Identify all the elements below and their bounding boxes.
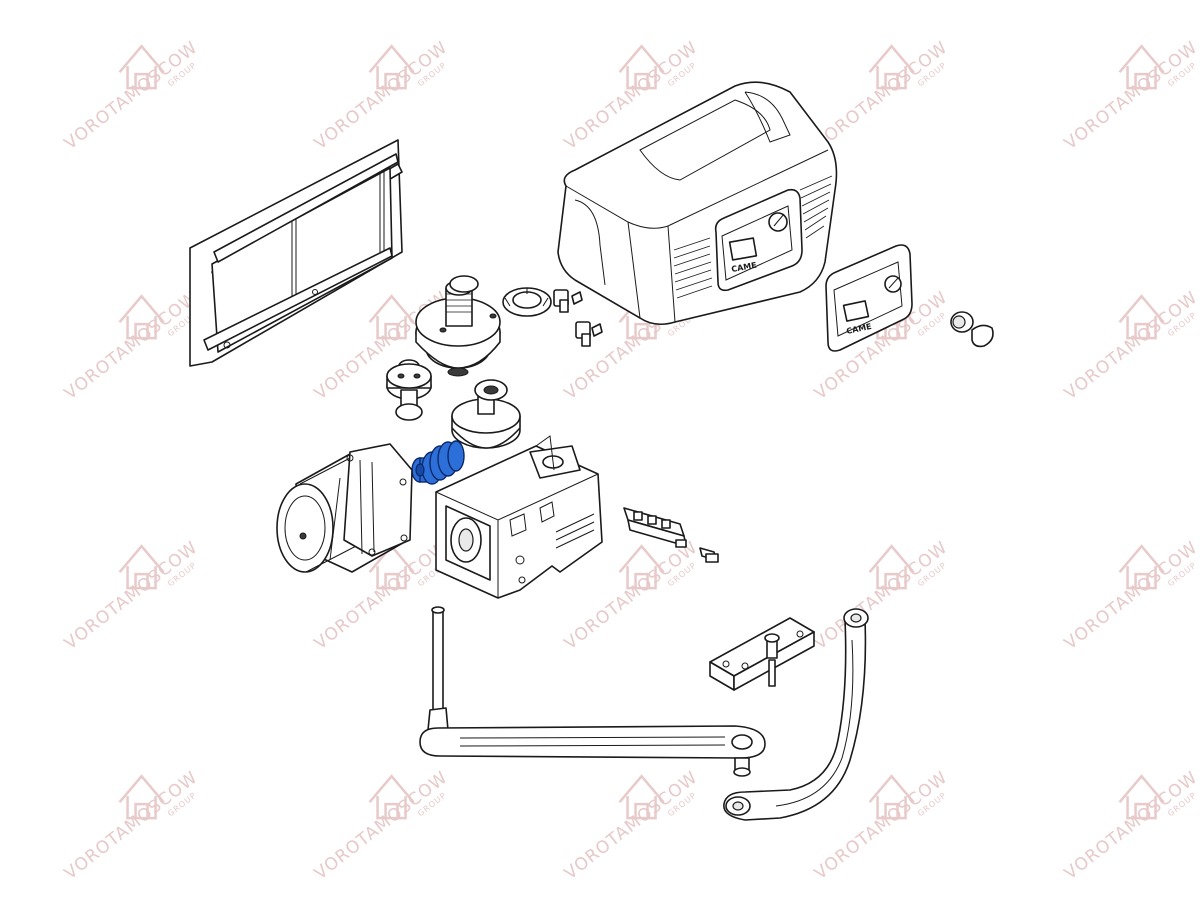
motor[interactable] <box>276 443 413 573</box>
cover[interactable]: CAME <box>557 81 838 326</box>
watermark-text: VOROTAMOSCOW <box>1061 38 1200 154</box>
straight-arm[interactable] <box>419 606 766 777</box>
watermark-text: VOROTAMOSCOW <box>61 538 202 654</box>
terminal-board[interactable] <box>623 507 719 563</box>
worm-screw[interactable] <box>411 440 465 485</box>
cover-brand-label: CAME <box>731 261 758 274</box>
cover-grille-left <box>673 237 713 299</box>
curved-arm[interactable] <box>723 608 869 821</box>
bearing-pinion[interactable] <box>386 359 432 421</box>
watermark-text: VOROTAMOSCOW <box>1061 768 1200 884</box>
watermark-text: VOROTAMOSCOW <box>1061 538 1200 654</box>
watermark-text: VOROTAMOSCOW <box>1061 288 1200 404</box>
watermark-text: VOROTAMOSCOW <box>811 38 952 154</box>
watermark-text: VOROTAMOSCOW <box>61 38 202 154</box>
watermark-logo <box>368 774 415 820</box>
output-shaft-assembly[interactable] <box>415 275 501 377</box>
watermark-logo <box>868 44 915 90</box>
watermark-text: VOROTAMOSCOW <box>61 768 202 884</box>
watermark-text: VOROTAMOSCOW <box>311 38 452 154</box>
watermark-text: VOROTAMOSCOW <box>61 288 202 404</box>
gearbox-housing[interactable] <box>435 435 603 599</box>
watermark-logo <box>618 44 665 90</box>
watermark-logo <box>1118 544 1165 590</box>
watermark-text: VOROTAMOSCOW <box>811 538 952 654</box>
watermark-logo <box>368 44 415 90</box>
watermark-logo <box>1118 44 1165 90</box>
watermark-logo <box>118 774 165 820</box>
watermark-logo <box>1118 294 1165 340</box>
lock-ring[interactable] <box>502 287 552 317</box>
watermark-logo <box>618 774 665 820</box>
watermark-logo <box>618 544 665 590</box>
watermark-logo <box>368 294 415 340</box>
mounting-plate[interactable] <box>189 139 403 367</box>
watermark-logo <box>118 544 165 590</box>
bracket[interactable] <box>709 617 815 691</box>
key-cylinder[interactable] <box>950 311 994 348</box>
watermark-logo <box>118 294 165 340</box>
pinion-gear[interactable] <box>451 379 521 449</box>
watermark-logo <box>868 544 915 590</box>
control-panel[interactable]: CAME <box>825 244 913 352</box>
watermark-logo <box>1118 774 1165 820</box>
watermark-logo <box>868 774 915 820</box>
watermark-text: VOROTAMOSCOW <box>311 768 452 884</box>
watermark-logo <box>118 44 165 90</box>
cover-grille-right <box>799 175 833 239</box>
limit-switch-cams[interactable] <box>553 289 603 347</box>
watermark-text: VOROTAMOSCOW <box>561 768 702 884</box>
